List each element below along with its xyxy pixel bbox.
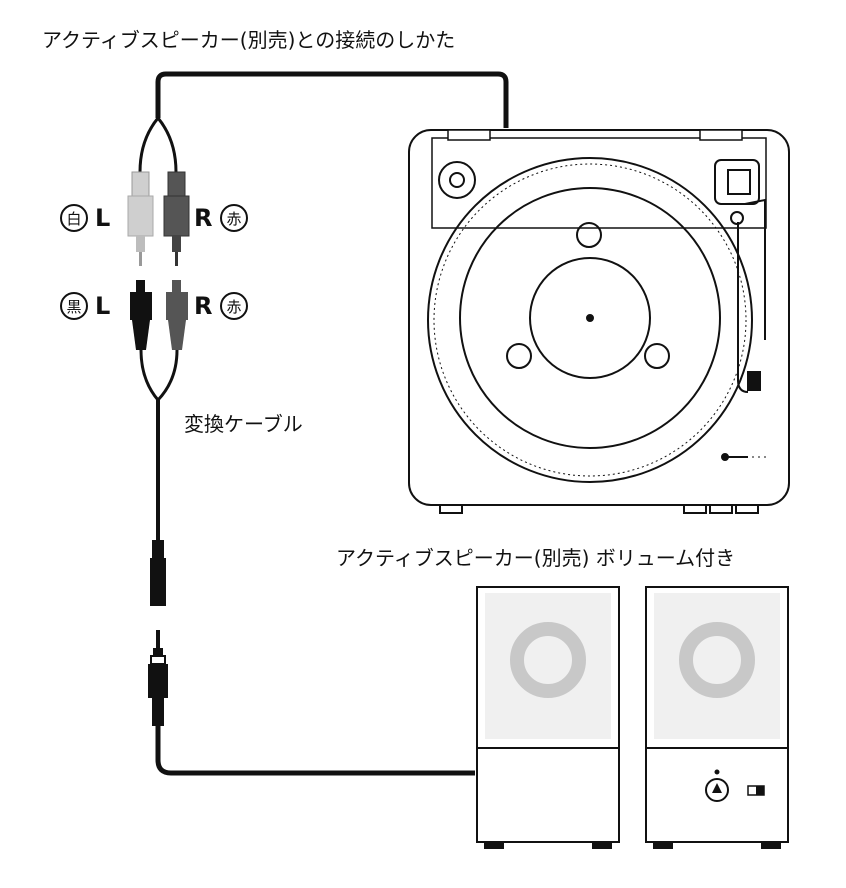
speaker-cable xyxy=(155,726,475,776)
right-woofer xyxy=(679,622,755,698)
platter-outer xyxy=(427,157,753,483)
mini-plug-male xyxy=(148,630,168,726)
mini-jack-female xyxy=(150,540,166,606)
right-channel-label-bottom: R xyxy=(194,292,213,320)
right-channel-label-top: R xyxy=(194,204,213,232)
black-badge: 黒 xyxy=(60,292,88,320)
left-speaker xyxy=(476,586,620,849)
turntable-cable xyxy=(155,71,509,128)
cable-split-top xyxy=(138,117,178,173)
red-rca-plug xyxy=(163,171,190,266)
left-channel-label-bottom: L xyxy=(95,292,111,320)
left-woofer xyxy=(510,622,586,698)
speaker-caption: アクティブスピーカー(別売) ボリューム付き xyxy=(336,546,736,570)
grey-rca-jack xyxy=(166,280,188,350)
conversion-cable-label: 変換ケーブル xyxy=(184,412,303,436)
cable-merge xyxy=(139,349,179,402)
red-badge-top: 赤 xyxy=(220,204,248,232)
white-rca-plug xyxy=(127,171,154,266)
platter-mat xyxy=(459,187,721,449)
diagram-title: アクティブスピーカー(別売)との接続のしかた xyxy=(42,28,456,52)
left-channel-label-top: L xyxy=(95,204,111,232)
black-rca-jack xyxy=(130,280,152,350)
red-badge-bottom: 赤 xyxy=(220,292,248,320)
right-speaker xyxy=(645,586,789,849)
white-badge: 白 xyxy=(60,204,88,232)
turntable xyxy=(408,129,790,514)
